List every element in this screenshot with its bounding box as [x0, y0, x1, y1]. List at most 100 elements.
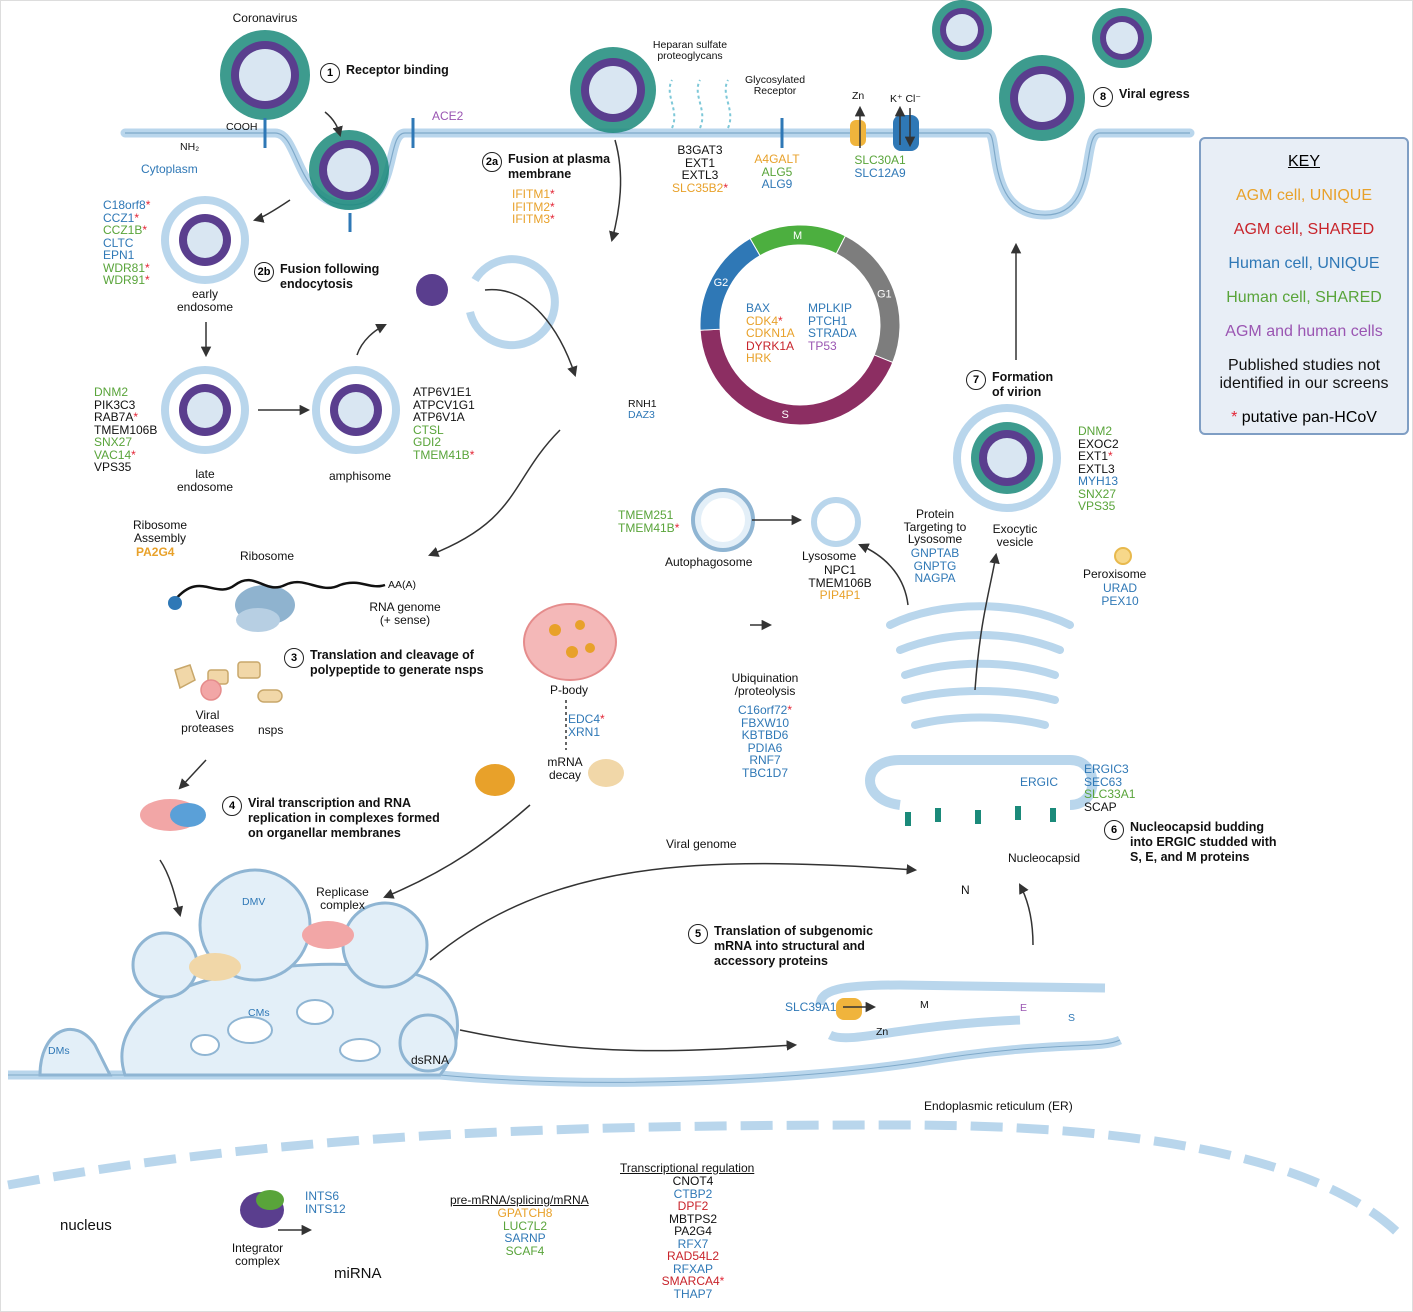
- aa-label: AA(A): [388, 579, 417, 591]
- gene-ccz1: CCZ1*: [103, 211, 150, 225]
- gene-vps35: VPS35: [1078, 500, 1119, 513]
- gene-gnptg: GNPTG: [895, 559, 975, 573]
- gene-name: RNF7: [749, 753, 781, 767]
- gene-rab7a: RAB7A*: [94, 411, 157, 424]
- key-pan-note: putative pan-HCoV: [1241, 409, 1377, 426]
- gene-name: ATP6V1E1: [413, 385, 472, 399]
- p-body-label: P-body: [550, 683, 589, 697]
- gene-fbxw10: FBXW10: [725, 716, 805, 730]
- key-item-human-unique: Human cell, UNIQUE: [1228, 255, 1380, 272]
- gene-name: SNX27: [94, 435, 133, 449]
- pan-hcov-star: *: [469, 447, 475, 462]
- gene-rfx7: RFX7: [653, 1236, 733, 1251]
- gene-name: B3GAT3: [677, 143, 723, 157]
- gene-sarnp: SARNP: [485, 1232, 565, 1245]
- gene-name: SNX27: [1078, 486, 1117, 501]
- gene-name: VPS35: [1078, 499, 1116, 513]
- gene-a4galt: A4GALT: [737, 153, 817, 166]
- cms-label: CMs: [248, 1007, 270, 1019]
- pan-hcov-star: *: [142, 223, 148, 237]
- gene-name: ALG9: [761, 177, 793, 191]
- hspg-strands: [668, 79, 732, 129]
- gene-name: HRK: [746, 351, 772, 365]
- gene-name: EXT1: [684, 155, 715, 170]
- gene-snx27: SNX27: [94, 436, 157, 449]
- gene-name: PTCH1: [808, 313, 848, 328]
- gene-name: EXT1: [1078, 449, 1109, 463]
- lysosome-label: Lysosome: [802, 549, 857, 563]
- gene-scaf4: SCAF4: [485, 1244, 565, 1258]
- gene-vac14: VAC14*: [94, 448, 157, 462]
- ergic-spikes: [905, 806, 1056, 826]
- gene-pa2g4: PA2G4: [653, 1225, 733, 1238]
- gene-slc39a1: SLC39A1: [785, 1001, 836, 1014]
- autophagosome-label: Autophagosome: [665, 555, 753, 569]
- late-endosome-label: late endosome: [176, 467, 234, 494]
- gene-name: TMEM106B: [94, 422, 158, 437]
- cell-cycle-phase-s: [699, 328, 894, 426]
- gene-pik3c3: PIK3C3: [94, 398, 157, 412]
- gene-snx27: SNX27: [1078, 486, 1119, 501]
- gene-name: SCAP: [1084, 799, 1117, 814]
- dmv-label: DMV: [242, 896, 266, 908]
- gene-tmem251: TMEM251: [618, 509, 679, 522]
- lysosome-organelle: [811, 497, 861, 547]
- nh2-label: NH₂: [180, 141, 200, 153]
- process-arrows: [159, 105, 1034, 1236]
- transcriptional-title: Transcriptional regulation: [620, 1161, 755, 1175]
- pan-hcov-star: *: [145, 260, 150, 275]
- cell-cycle-label-g2: G2: [714, 277, 729, 289]
- gene-name: CDKN1A: [746, 326, 795, 340]
- gene-name: GPATCH8: [497, 1206, 553, 1220]
- viral-genome-label: Viral genome: [666, 837, 737, 851]
- gene-tbc1d7: TBC1D7: [725, 766, 805, 780]
- gene-gpatch8: GPATCH8: [485, 1207, 565, 1220]
- m-protein-label: M: [920, 999, 929, 1011]
- gene-cdk4: CDK4*: [746, 313, 795, 328]
- gene-cdkn1a: CDKN1A: [746, 327, 795, 340]
- gene-name: CDK4: [746, 313, 779, 328]
- gene-pa2g4: PA2G4: [136, 546, 174, 559]
- gene-thap7: THAP7: [653, 1287, 733, 1301]
- cooh-label: COOH: [226, 121, 258, 133]
- cell-cycle-label-s: S: [781, 409, 788, 421]
- gene-name: EXTL3: [681, 168, 719, 182]
- gene-epn1: EPN1: [103, 249, 150, 262]
- peroxisome-label: Peroxisome: [1083, 567, 1147, 581]
- early-endosome-label: early endosome: [176, 287, 234, 314]
- gene-name: PA2G4: [136, 545, 175, 559]
- pan-hcov-star: *: [719, 1274, 725, 1288]
- gene-cltc: CLTC: [103, 236, 150, 250]
- gene-ints6: INTS6: [305, 1190, 346, 1203]
- gene-name: URAD: [1102, 581, 1137, 595]
- pan-hcov-star: *: [145, 273, 150, 287]
- pan-hcov-star: *: [723, 180, 729, 195]
- mirna-label: miRNA: [334, 1265, 382, 1282]
- cell-cycle-phase-g2: [699, 237, 761, 331]
- gene-rnf7: RNF7: [725, 754, 805, 767]
- gene-name: RFX7: [677, 1236, 709, 1251]
- gene-smarca4: SMARCA4*: [653, 1275, 733, 1288]
- gene-scap: SCAP: [1084, 799, 1135, 814]
- protein-targeting-label: Protein Targeting to Lysosome: [903, 507, 967, 546]
- gene-exoc2: EXOC2: [1078, 437, 1119, 451]
- peroxisome-organelle: [1114, 547, 1132, 565]
- gene-ints12: INTS12: [305, 1202, 346, 1216]
- receptors: [263, 118, 784, 232]
- gene-name: DYRK1A: [746, 338, 795, 353]
- pan-hcov-star: *: [550, 187, 555, 201]
- gene-edc4: EDC4*: [568, 713, 605, 726]
- gene-name: PEX10: [1101, 593, 1139, 608]
